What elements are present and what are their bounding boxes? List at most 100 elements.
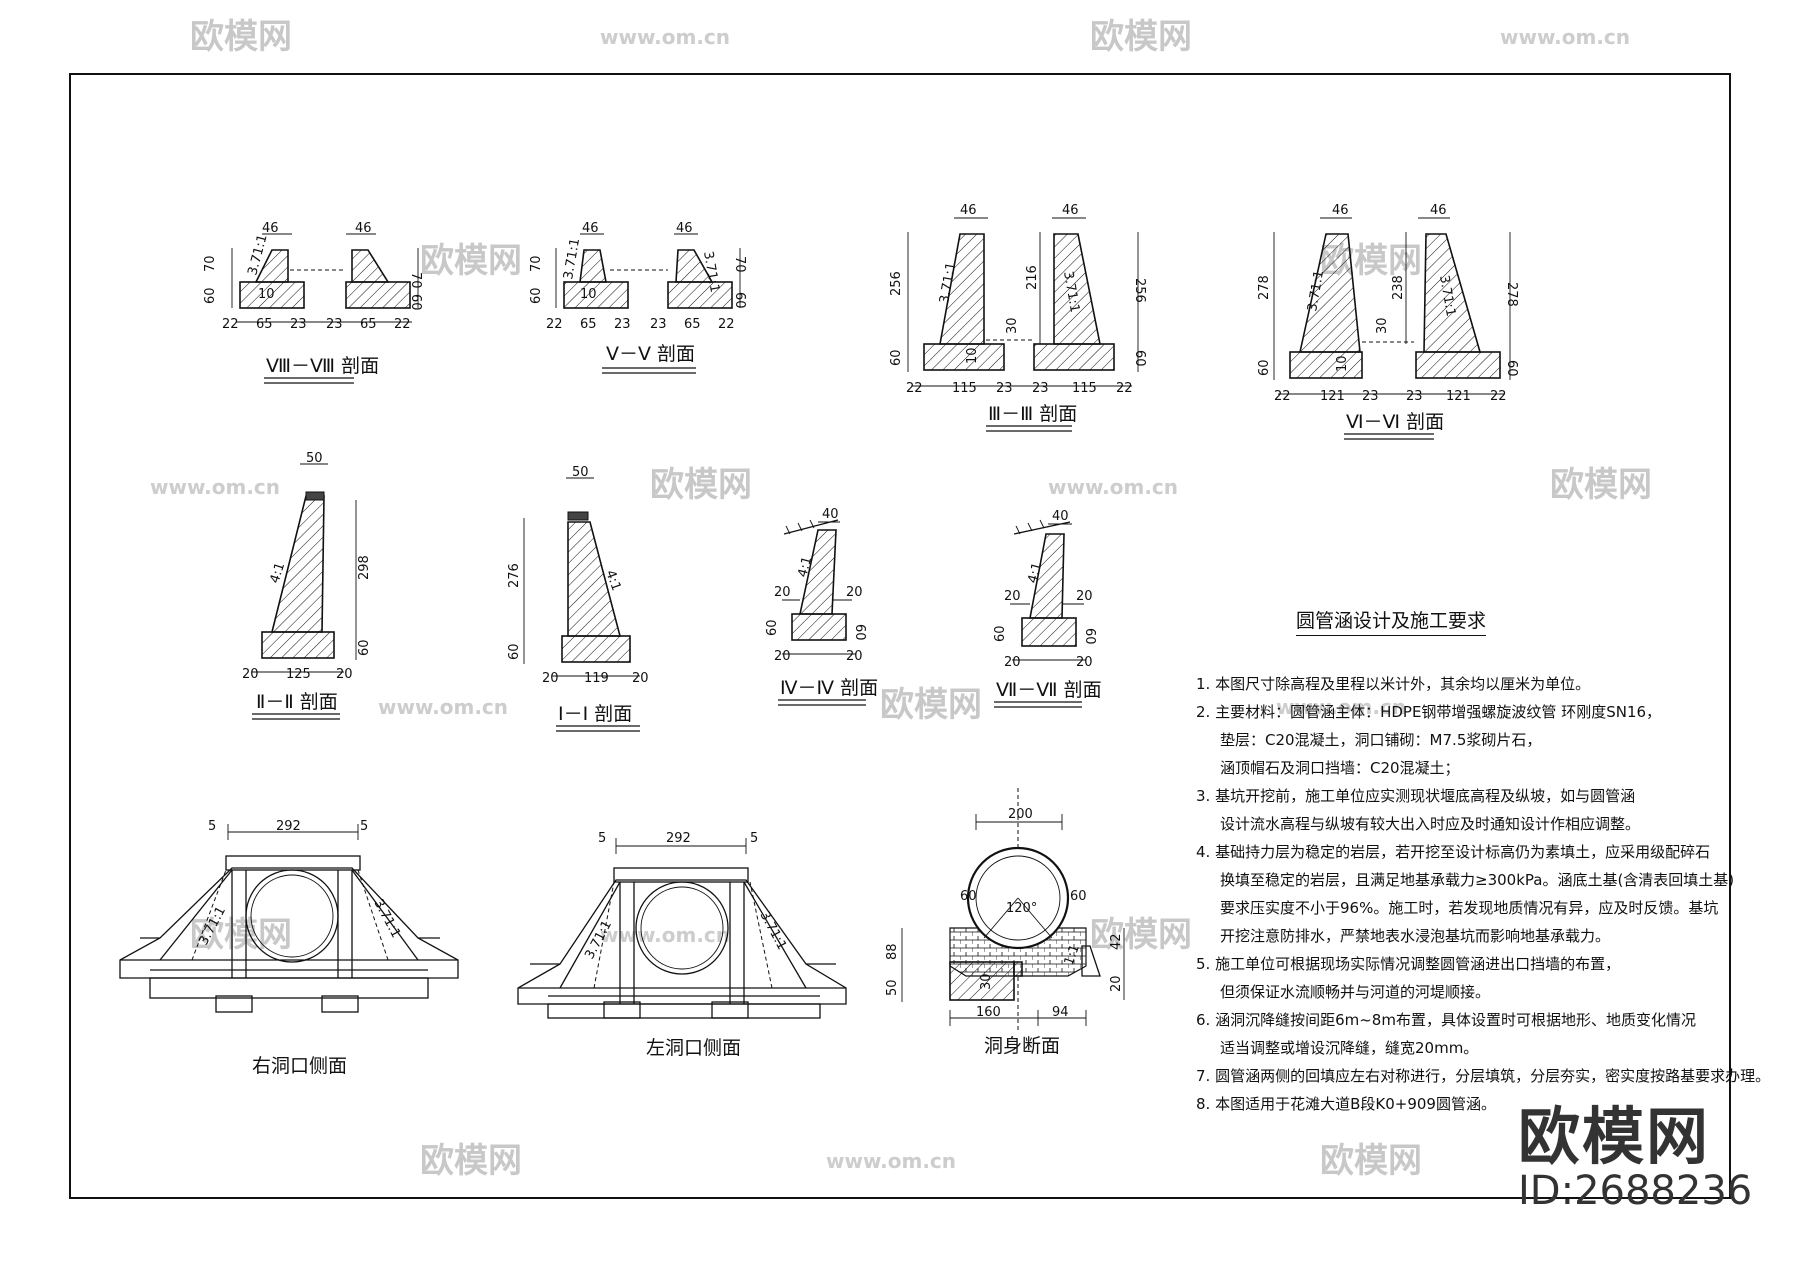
dim-base-height-left: 60 — [993, 625, 1008, 642]
dim-inner-height: 216 — [1025, 265, 1040, 290]
dim-base-height-right: 60 — [1082, 628, 1097, 645]
dim-base-height-left: 60 — [765, 619, 780, 636]
section-v: 46 46 70 60 3.71:1 10 3.71:1 70 60 22 65… — [529, 221, 747, 374]
dim-right-offset: 5 — [750, 831, 758, 846]
section-vi: 46 46 278 60 3.71:1 238 3.71:1 278 60 30… — [1257, 203, 1519, 440]
dim-diameter: 200 — [1008, 807, 1033, 822]
asset-id: ID:2688236 — [1518, 1168, 1753, 1214]
design-notes: 1. 本图尺寸除高程及里程以米计外，其余均以厘米为单位。 2. 主要材料：圆管涵主… — [1196, 670, 1771, 1118]
dim-cover-height: 42 — [1109, 933, 1124, 950]
watermark-url: www.om.cn — [600, 923, 730, 947]
brand-logo: 欧模网 — [1518, 1100, 1711, 1173]
dim-slope-left: 3.71:1 — [937, 261, 959, 305]
dim-base-height: 50 — [885, 979, 900, 996]
dim-slope-right: 3.71:1 — [1436, 274, 1458, 318]
note-line: 5. 施工单位可根据现场实际情况调整圆管涵进出口挡墙的布置， — [1196, 955, 1621, 973]
dim-base-mid: 119 — [584, 671, 609, 686]
dim-base-6: 22 — [1116, 381, 1133, 396]
dim-base-height: 60 — [203, 287, 218, 304]
dim-wall-height: 70 — [529, 255, 544, 272]
note-line: 1. 本图尺寸除高程及里程以米计外，其余均以厘米为单位。 — [1196, 675, 1591, 693]
dim-slope-right: 3.71:1 — [700, 250, 722, 294]
section-iv: 40 4:1 20 20 60 60 20 20 Ⅳ－Ⅳ 剖面 — [765, 507, 878, 706]
dim-top-left: 46 — [262, 221, 279, 236]
watermark-url: www.om.cn — [600, 25, 730, 49]
dim-base-6: 22 — [1490, 389, 1507, 404]
dim-wall-height-right: 70 — [732, 256, 747, 273]
dim-wall-height: 276 — [507, 563, 522, 588]
dim-joint: 30 — [1375, 317, 1390, 334]
dim-base-right: 20 — [1076, 655, 1093, 670]
dim-slope: 4:1 — [1025, 561, 1045, 585]
section-caption: 右洞口侧面 — [252, 1055, 347, 1077]
watermark-brand: 欧模网 — [650, 465, 752, 505]
watermark-url: www.om.cn — [826, 1149, 956, 1173]
watermark-brand: 欧模网 — [420, 1141, 522, 1181]
dim-base-6: 22 — [718, 317, 735, 332]
dim-base-4: 23 — [326, 317, 343, 332]
watermark-url: www.om.cn — [378, 695, 508, 719]
dim-top-left: 46 — [1332, 203, 1349, 218]
dim-base-5: 115 — [1072, 381, 1097, 396]
dim-base-height-right: 60 — [408, 294, 423, 311]
note-line: 垫层：C20混凝土，洞口铺砌：M7.5浆砌片石， — [1220, 731, 1542, 749]
dim-left-offset: 5 — [598, 831, 606, 846]
watermark-url: www.om.cn — [1276, 695, 1406, 719]
dim-side-slope: 1:1 — [1062, 943, 1083, 968]
note-line: 涵顶帽石及洞口挡墙：C20混凝土； — [1220, 759, 1460, 777]
watermark-url: www.om.cn — [150, 475, 280, 499]
dim-top-left: 46 — [582, 221, 599, 236]
dim-base-2: 65 — [256, 317, 273, 332]
dim-base-right: 20 — [632, 671, 649, 686]
watermark-brand: 欧模网 — [190, 17, 292, 57]
dim-base-4: 23 — [650, 317, 667, 332]
watermark-brand: 欧模网 — [420, 241, 522, 281]
watermark-layer: 欧模网 www.om.cn 欧模网 www.om.cn 欧模网 欧模网 www.… — [150, 17, 1652, 1181]
section-i: 50 276 4:1 60 20 119 20 Ⅰ－Ⅰ 剖面 — [507, 465, 649, 732]
dim-base-3: 23 — [290, 317, 307, 332]
dim-toe-right: 20 — [1076, 589, 1093, 604]
watermark-url: www.om.cn — [1500, 25, 1630, 49]
dim-inner-height: 238 — [1391, 275, 1406, 300]
dim-slope-right: 3.71:1 — [756, 909, 789, 953]
dim-top: 40 — [1052, 509, 1069, 524]
dim-haunch-left: 60 — [960, 889, 977, 904]
dim-gap: 10 — [258, 287, 275, 302]
note-line: 4. 基础持力层为稳定的岩层，若开挖至设计标高仍为素填土，应采用级配碎石 — [1196, 843, 1711, 861]
dim-base-right: 20 — [1109, 975, 1124, 992]
dim-base-left: 20 — [242, 667, 259, 682]
dim-base-left: 20 — [774, 649, 791, 664]
dim-base-mid: 125 — [286, 667, 311, 682]
note-line: 3. 基坑开挖前，施工单位应实测现状堰底高程及纵坡，如与圆管涵 — [1196, 787, 1636, 805]
note-line: 2. 主要材料：圆管涵主体：HDPE钢带增强螺旋波纹管 环刚度SN16， — [1196, 703, 1662, 721]
dim-base-5: 65 — [684, 317, 701, 332]
dim-base-height: 60 — [889, 349, 904, 366]
watermark-brand: 欧模网 — [1550, 465, 1652, 505]
note-line: 要求压实度不小于96%。施工时，若发现地质情况有异，应及时反馈。基坑 — [1220, 899, 1719, 917]
dim-base-height: 60 — [507, 643, 522, 660]
dim-base-1: 22 — [906, 381, 923, 396]
dim-base-height-right: 60 — [732, 292, 747, 309]
dim-base-height: 60 — [529, 287, 544, 304]
dim-gap: 10 — [965, 347, 980, 364]
dim-top: 40 — [822, 507, 839, 522]
dim-base-4: 23 — [1032, 381, 1049, 396]
section-caption: Ⅷ－Ⅷ 剖面 — [266, 355, 379, 377]
dim-base-6: 22 — [394, 317, 411, 332]
dim-joint: 30 — [1005, 317, 1020, 334]
dim-base-height-right: 60 — [852, 624, 867, 641]
dim-bottom-right: 94 — [1052, 1005, 1069, 1020]
dim-angle: 120° — [1006, 901, 1037, 916]
watermark-brand: 欧模网 — [190, 915, 292, 955]
watermark-brand: 欧模网 — [880, 685, 982, 725]
note-line: 7. 圆管涵两侧的回填应左右对称进行，分层填筑，分层夯实，密实度按路基要求办理。 — [1196, 1067, 1771, 1085]
section-iii: 46 46 256 60 3.71:1 216 3.71:1 256 60 30… — [889, 203, 1147, 432]
dim-base-left: 20 — [1004, 655, 1021, 670]
sheet-border — [69, 73, 1731, 1199]
dim-base-2: 115 — [952, 381, 977, 396]
dim-haunch-right: 60 — [1070, 889, 1087, 904]
dim-base-2: 121 — [1320, 389, 1345, 404]
dim-masonry-height: 88 — [885, 943, 900, 960]
dim-gap: 10 — [580, 287, 597, 302]
